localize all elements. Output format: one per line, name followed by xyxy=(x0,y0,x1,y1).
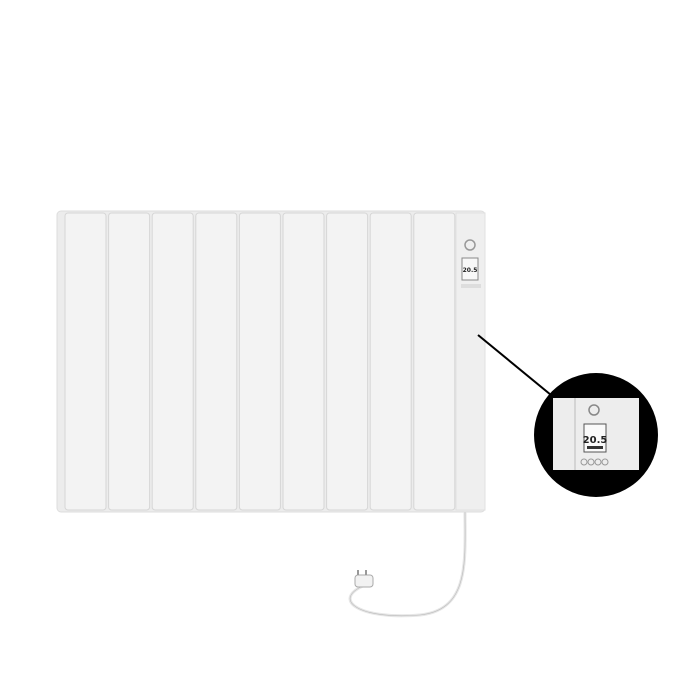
radiator-fin xyxy=(108,212,151,511)
inset-display-temperature: 20.5 xyxy=(583,435,608,446)
brand-logo-icon xyxy=(464,239,476,251)
radiator-fin xyxy=(326,212,369,511)
radiator-fin xyxy=(64,212,107,511)
inset-thermostat-display xyxy=(583,423,607,453)
display-temperature: 20.5 xyxy=(463,267,478,274)
inset-brand-logo-icon xyxy=(588,404,600,416)
radiator-body: 20.5 xyxy=(56,210,486,513)
zoom-inset: 20.5 xyxy=(534,373,658,497)
callout-line xyxy=(477,334,552,396)
radiator-fin xyxy=(413,212,456,511)
radiator-fin xyxy=(151,212,194,511)
radiator-fin xyxy=(369,212,412,511)
radiator-fin xyxy=(195,212,238,511)
radiator-fin xyxy=(282,212,325,511)
thermostat-display xyxy=(461,257,479,281)
power-cord xyxy=(348,511,467,618)
control-buttons xyxy=(461,284,481,288)
radiator-fin xyxy=(238,212,281,511)
power-cord-outline xyxy=(350,511,466,617)
plug-icon xyxy=(354,570,374,588)
